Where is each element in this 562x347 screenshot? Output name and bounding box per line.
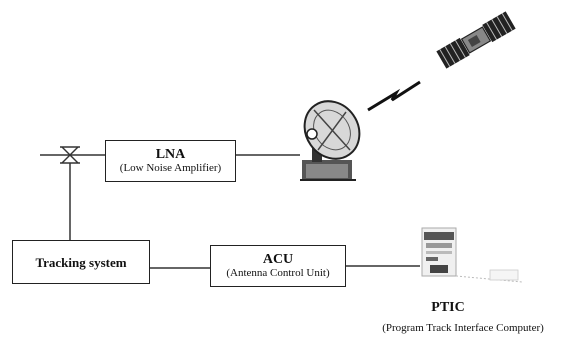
tracking-system-title: Tracking system [35, 255, 126, 270]
lna-title: LNA [156, 147, 186, 162]
satellite-icon [436, 11, 515, 68]
ptic-title: PTIC [418, 300, 478, 315]
radio-link-icon [368, 82, 420, 110]
acu-title: ACU [263, 252, 293, 267]
acu-box: ACU (Antenna Control Unit) [210, 245, 346, 287]
acu-subtitle: (Antenna Control Unit) [226, 267, 329, 280]
tracking-system-box: Tracking system [12, 240, 150, 284]
antenna-dish-icon [293, 91, 370, 180]
lna-subtitle: (Low Noise Amplifier) [120, 162, 221, 175]
ptic-subtitle: (Program Track Interface Computer) [368, 322, 558, 335]
computer-icon [422, 228, 522, 282]
lna-box: LNA (Low Noise Amplifier) [105, 140, 236, 182]
